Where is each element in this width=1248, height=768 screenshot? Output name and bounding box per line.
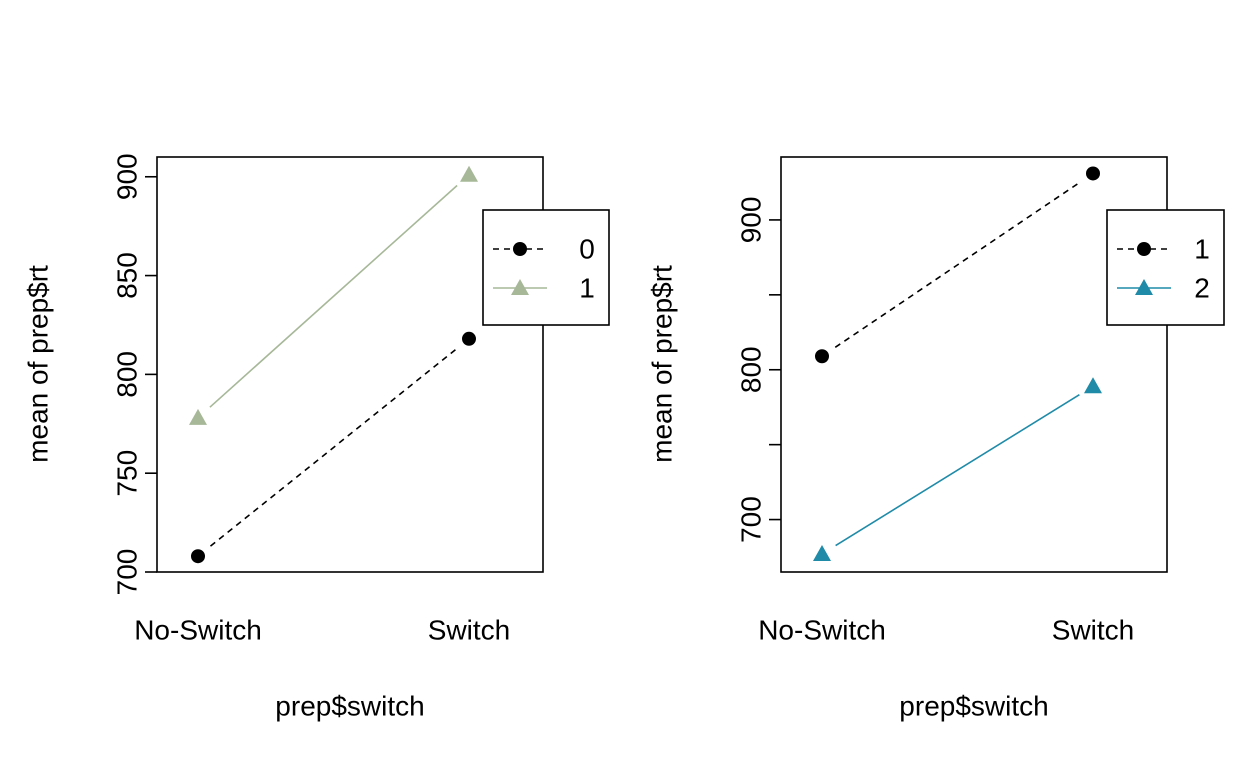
legend-box	[1106, 209, 1225, 326]
y-tick-label: 700	[736, 496, 767, 543]
data-point	[189, 408, 207, 425]
y-tick-label: 800	[112, 351, 143, 398]
x-tick-label: No-Switch	[134, 614, 262, 645]
legend-marker	[1137, 242, 1151, 256]
legend-marker	[513, 242, 527, 256]
legend-marker	[1135, 279, 1153, 295]
data-point	[1086, 166, 1100, 181]
series-line	[834, 181, 1081, 348]
data-point	[813, 545, 831, 562]
y-tick-label: 800	[736, 346, 767, 393]
legend-label: 0	[579, 234, 595, 265]
y-tick-label: 850	[112, 252, 143, 299]
y-tick-label: 750	[112, 450, 143, 497]
legend-box	[482, 209, 610, 326]
y-tick-label: 900	[736, 197, 767, 244]
x-tick-label: Switch	[428, 614, 510, 645]
legend-label: 1	[1194, 234, 1210, 265]
series-line	[209, 348, 458, 547]
x-axis-label: prep$switch	[275, 690, 424, 721]
x-axis-label: prep$switch	[899, 690, 1048, 721]
y-tick-label: 700	[112, 549, 143, 596]
plot-frame	[156, 156, 544, 573]
data-point	[462, 331, 476, 346]
data-point	[460, 165, 478, 182]
y-tick-label: 900	[112, 153, 143, 200]
y-axis-label: mean of prep$rt	[22, 265, 53, 463]
data-point	[815, 349, 829, 364]
series-line	[209, 184, 458, 408]
legend-marker	[511, 279, 529, 295]
series-line	[835, 393, 1080, 547]
legend-label: 2	[1194, 273, 1210, 304]
data-point	[1084, 377, 1102, 394]
legend-label: 1	[579, 273, 595, 304]
x-tick-label: No-Switch	[758, 614, 886, 645]
y-axis-label: mean of prep$rt	[646, 265, 677, 463]
plot-frame	[780, 156, 1168, 573]
data-point	[191, 549, 205, 564]
x-tick-label: Switch	[1052, 614, 1134, 645]
